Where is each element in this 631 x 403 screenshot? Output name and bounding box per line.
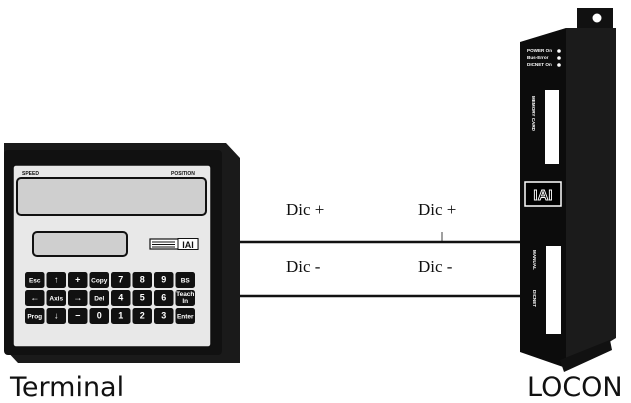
key-0-3[interactable]: Copy <box>89 272 110 288</box>
key-0-6[interactable]: 9 <box>154 272 174 288</box>
svg-text:Del: Del <box>94 296 104 303</box>
led-label-bus-error: Bus-Error <box>527 55 549 60</box>
svg-text:6: 6 <box>161 293 166 303</box>
svg-text:3: 3 <box>161 311 166 321</box>
svg-text:In: In <box>182 298 188 305</box>
svg-text:Enter: Enter <box>177 314 194 321</box>
key-2-6[interactable]: 3 <box>154 308 174 324</box>
cable-lines <box>240 232 526 298</box>
svg-text:Prog: Prog <box>27 314 42 321</box>
manual-port-label: MANUAL <box>532 250 537 270</box>
locon-caption: LOCON <box>527 372 623 403</box>
svg-text:Copy: Copy <box>91 278 108 285</box>
bus-error-led-icon <box>557 56 561 60</box>
svg-text:Teach: Teach <box>176 291 194 298</box>
svg-text:4: 4 <box>118 293 123 303</box>
label-dic-minus-right: Dic - <box>418 257 453 276</box>
svg-text:0: 0 <box>97 311 102 321</box>
dicnet-led-icon <box>557 63 561 67</box>
key-0-0[interactable]: Esc <box>25 272 45 288</box>
key-1-1[interactable]: Axis <box>46 290 67 306</box>
key-1-2[interactable]: → <box>68 290 88 306</box>
memory-card-label: MEMORY CARD <box>531 96 536 132</box>
terminal-card-slot: IAI <box>149 238 199 250</box>
svg-text:←: ← <box>30 293 39 303</box>
key-2-5[interactable]: 2 <box>132 308 153 324</box>
key-2-7[interactable]: Enter <box>175 308 196 324</box>
key-2-4[interactable]: 1 <box>111 308 131 324</box>
key-2-3[interactable]: 0 <box>89 308 110 324</box>
memory-card-slot <box>545 90 559 164</box>
led-label-power: POWER On <box>527 48 552 53</box>
svg-text:BS: BS <box>181 278 191 285</box>
dicnet-port-label: DICNET <box>532 290 537 307</box>
power-led-icon <box>557 49 561 53</box>
label-dic-plus-left: Dic + <box>286 200 324 219</box>
terminal-caption: Terminal <box>9 372 124 403</box>
key-2-1[interactable]: ↓ <box>46 308 67 324</box>
svg-text:Axis: Axis <box>49 296 63 303</box>
svg-text:2: 2 <box>140 311 145 321</box>
svg-text:IAI: IAI <box>533 187 552 204</box>
locon-logo: IAI <box>524 181 562 207</box>
key-0-4[interactable]: 7 <box>111 272 131 288</box>
terminal-small-display <box>32 231 128 257</box>
terminal-logo: IAI <box>182 240 194 250</box>
locon-unit: POWER On Bus-Error DICNET On MEMORY CARD… <box>520 8 616 372</box>
speed-caption: SPEED <box>22 171 39 177</box>
label-dic-plus-right: Dic + <box>418 200 456 219</box>
svg-text:7: 7 <box>118 275 123 285</box>
svg-text:→: → <box>73 293 82 303</box>
led-label-dicnet: DICNET On <box>527 62 552 67</box>
svg-text:↑: ↑ <box>54 275 59 285</box>
svg-text:5: 5 <box>140 293 145 303</box>
key-0-2[interactable]: + <box>68 272 88 288</box>
key-2-2[interactable]: − <box>68 308 88 324</box>
key-1-3[interactable]: Del <box>89 290 110 306</box>
svg-text:−: − <box>75 311 80 321</box>
svg-text:+: + <box>75 275 80 285</box>
key-1-4[interactable]: 4 <box>111 290 131 306</box>
terminal-unit: SPEED POSITION IAI Esc ↑ + Copy 7 8 9 BS ← Axis → D… <box>4 143 240 363</box>
key-0-5[interactable]: 8 <box>132 272 153 288</box>
key-2-0[interactable]: Prog <box>25 308 45 324</box>
dicnet-port-slot <box>546 246 561 334</box>
key-1-6[interactable]: 6 <box>154 290 174 306</box>
label-dic-minus-left: Dic - <box>286 257 321 276</box>
key-0-1[interactable]: ↑ <box>46 272 67 288</box>
terminal-main-display <box>16 177 207 216</box>
locon-led-panel: POWER On Bus-Error DICNET On <box>527 48 561 67</box>
svg-text:↓: ↓ <box>54 311 59 321</box>
svg-text:1: 1 <box>118 311 123 321</box>
position-caption: POSITION <box>171 171 195 177</box>
svg-text:Esc: Esc <box>29 278 41 285</box>
svg-text:9: 9 <box>161 275 166 285</box>
key-1-0[interactable]: ← <box>25 290 45 306</box>
key-1-5[interactable]: 5 <box>132 290 153 306</box>
svg-text:8: 8 <box>140 275 145 285</box>
key-0-7[interactable]: BS <box>175 272 196 288</box>
